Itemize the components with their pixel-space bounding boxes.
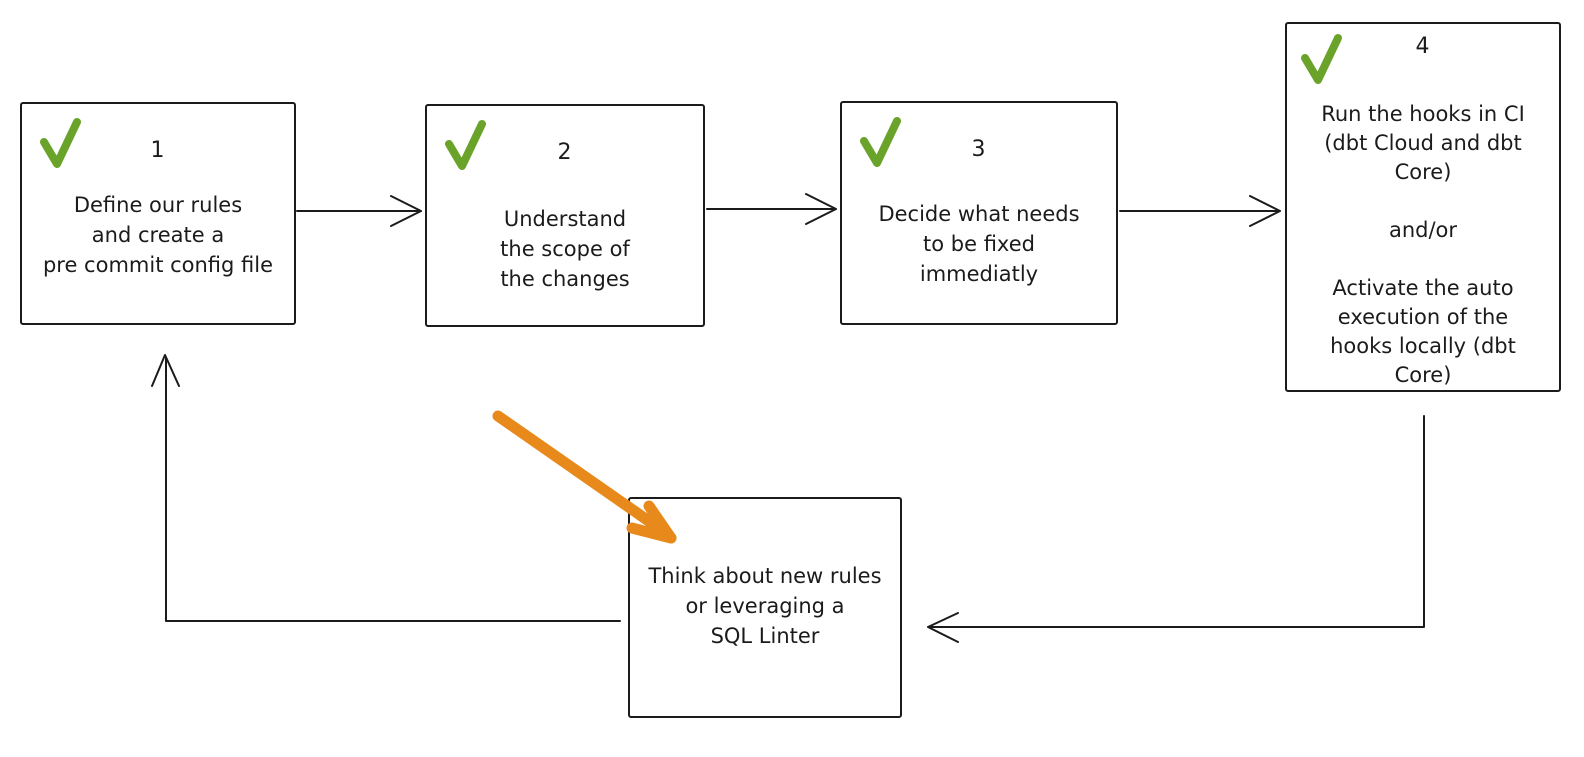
flow-arrow-1-to-2 [296, 195, 422, 227]
step-text: Define our rules and create a pre commit… [42, 193, 274, 277]
step-text: Run the hooks in CI (dbt Cloud and dbt C… [1321, 102, 1525, 387]
checkmark-icon [40, 118, 81, 168]
flow-arrow-3-to-4 [1119, 195, 1281, 227]
step-number: 3 [971, 137, 987, 162]
checkmark-icon [860, 117, 901, 167]
flow-arrow-2-to-3 [706, 193, 837, 225]
checkmark-icon [445, 120, 486, 170]
step-number: 2 [557, 140, 573, 165]
step-box-3: 3 Decide what needs to be fixed immediat… [840, 101, 1118, 325]
step-number: 1 [150, 138, 166, 163]
flow-arrow-loop-to-1 [151, 354, 621, 622]
step-box-2: 2 Understand the scope of the changes [425, 104, 705, 327]
step-box-1: 1 Define our rules and create a pre comm… [20, 102, 296, 325]
step-number: 4 [1415, 34, 1431, 59]
step-text: Understand the scope of the changes [500, 207, 630, 291]
loop-box: Think about new rules or leveraging a SQ… [628, 497, 902, 718]
flow-arrow-4-to-loop [927, 415, 1425, 643]
checkmark-icon [1301, 34, 1342, 84]
step-text: Decide what needs to be fixed immediatly [878, 202, 1080, 286]
loop-text: Think about new rules or leveraging a SQ… [648, 564, 882, 648]
step-box-4: 4 Run the hooks in CI (dbt Cloud and dbt… [1285, 22, 1561, 392]
